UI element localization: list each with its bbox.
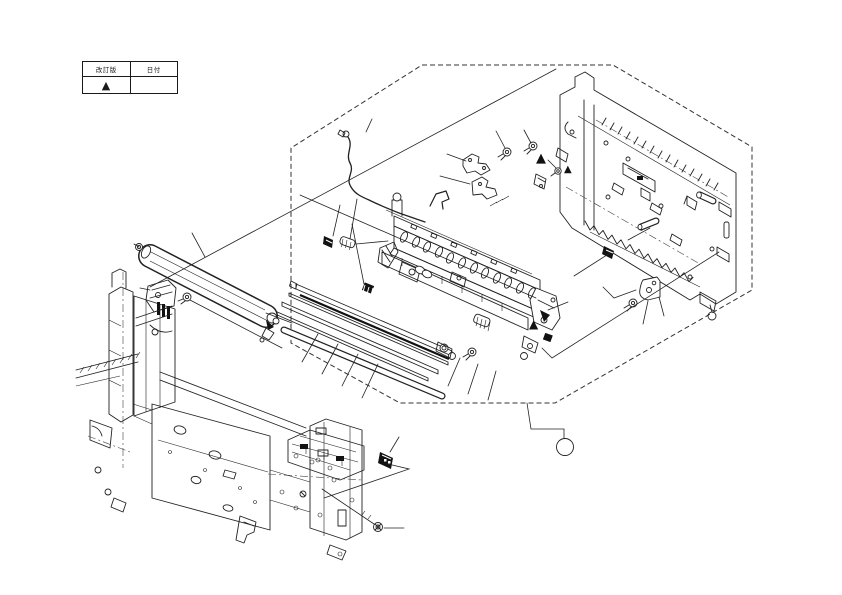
dashed-boundary-octagon: [290, 64, 753, 404]
revision-marker-triangle: ▲: [529, 317, 539, 331]
guide-strip-stack: [257, 280, 477, 400]
revision-marker-cell: ▲: [83, 77, 131, 93]
harness-cable: [337, 129, 426, 223]
rear-frame-panel: [555, 71, 737, 321]
transfer-roller: [133, 243, 280, 343]
machine-chassis: [75, 268, 365, 561]
revision-header-cell: 改訂版: [83, 62, 131, 76]
panel-mount-bracket: [602, 276, 665, 325]
leader-lines: [139, 68, 720, 529]
connector-block: [378, 452, 393, 469]
screw: [373, 522, 383, 532]
loose-parts: [323, 129, 660, 532]
rail-right-end-block: [520, 287, 561, 360]
coil-spring-black: [361, 282, 375, 296]
date-header-cell: 日付: [146, 66, 161, 74]
transfer-rail-assembly: [377, 192, 561, 360]
revision-table-value-row: ▲: [83, 77, 177, 93]
frame-post: [309, 418, 363, 561]
bushing: [473, 313, 491, 332]
screw: [462, 347, 477, 361]
screw: [550, 167, 562, 177]
coil-spring: [339, 236, 356, 251]
carriage-block: [287, 427, 365, 481]
revision-markers: ▲ ▲ ▲: [529, 151, 572, 331]
clip-row: [601, 117, 719, 191]
screw: [299, 490, 307, 498]
rail-oval-holes: [399, 231, 537, 299]
serrated-guide-edge: [584, 220, 694, 283]
callout-balloon: [526, 402, 574, 456]
revision-table: 改訂版 日付 ▲: [82, 61, 178, 94]
screw: [523, 141, 538, 155]
revision-marker-triangle: ▲: [564, 164, 572, 175]
screw: [177, 292, 192, 305]
revision-marker-triangle: ▲: [536, 151, 546, 166]
screw: [497, 147, 512, 161]
revision-table-header-row: 改訂版 日付: [83, 62, 177, 77]
